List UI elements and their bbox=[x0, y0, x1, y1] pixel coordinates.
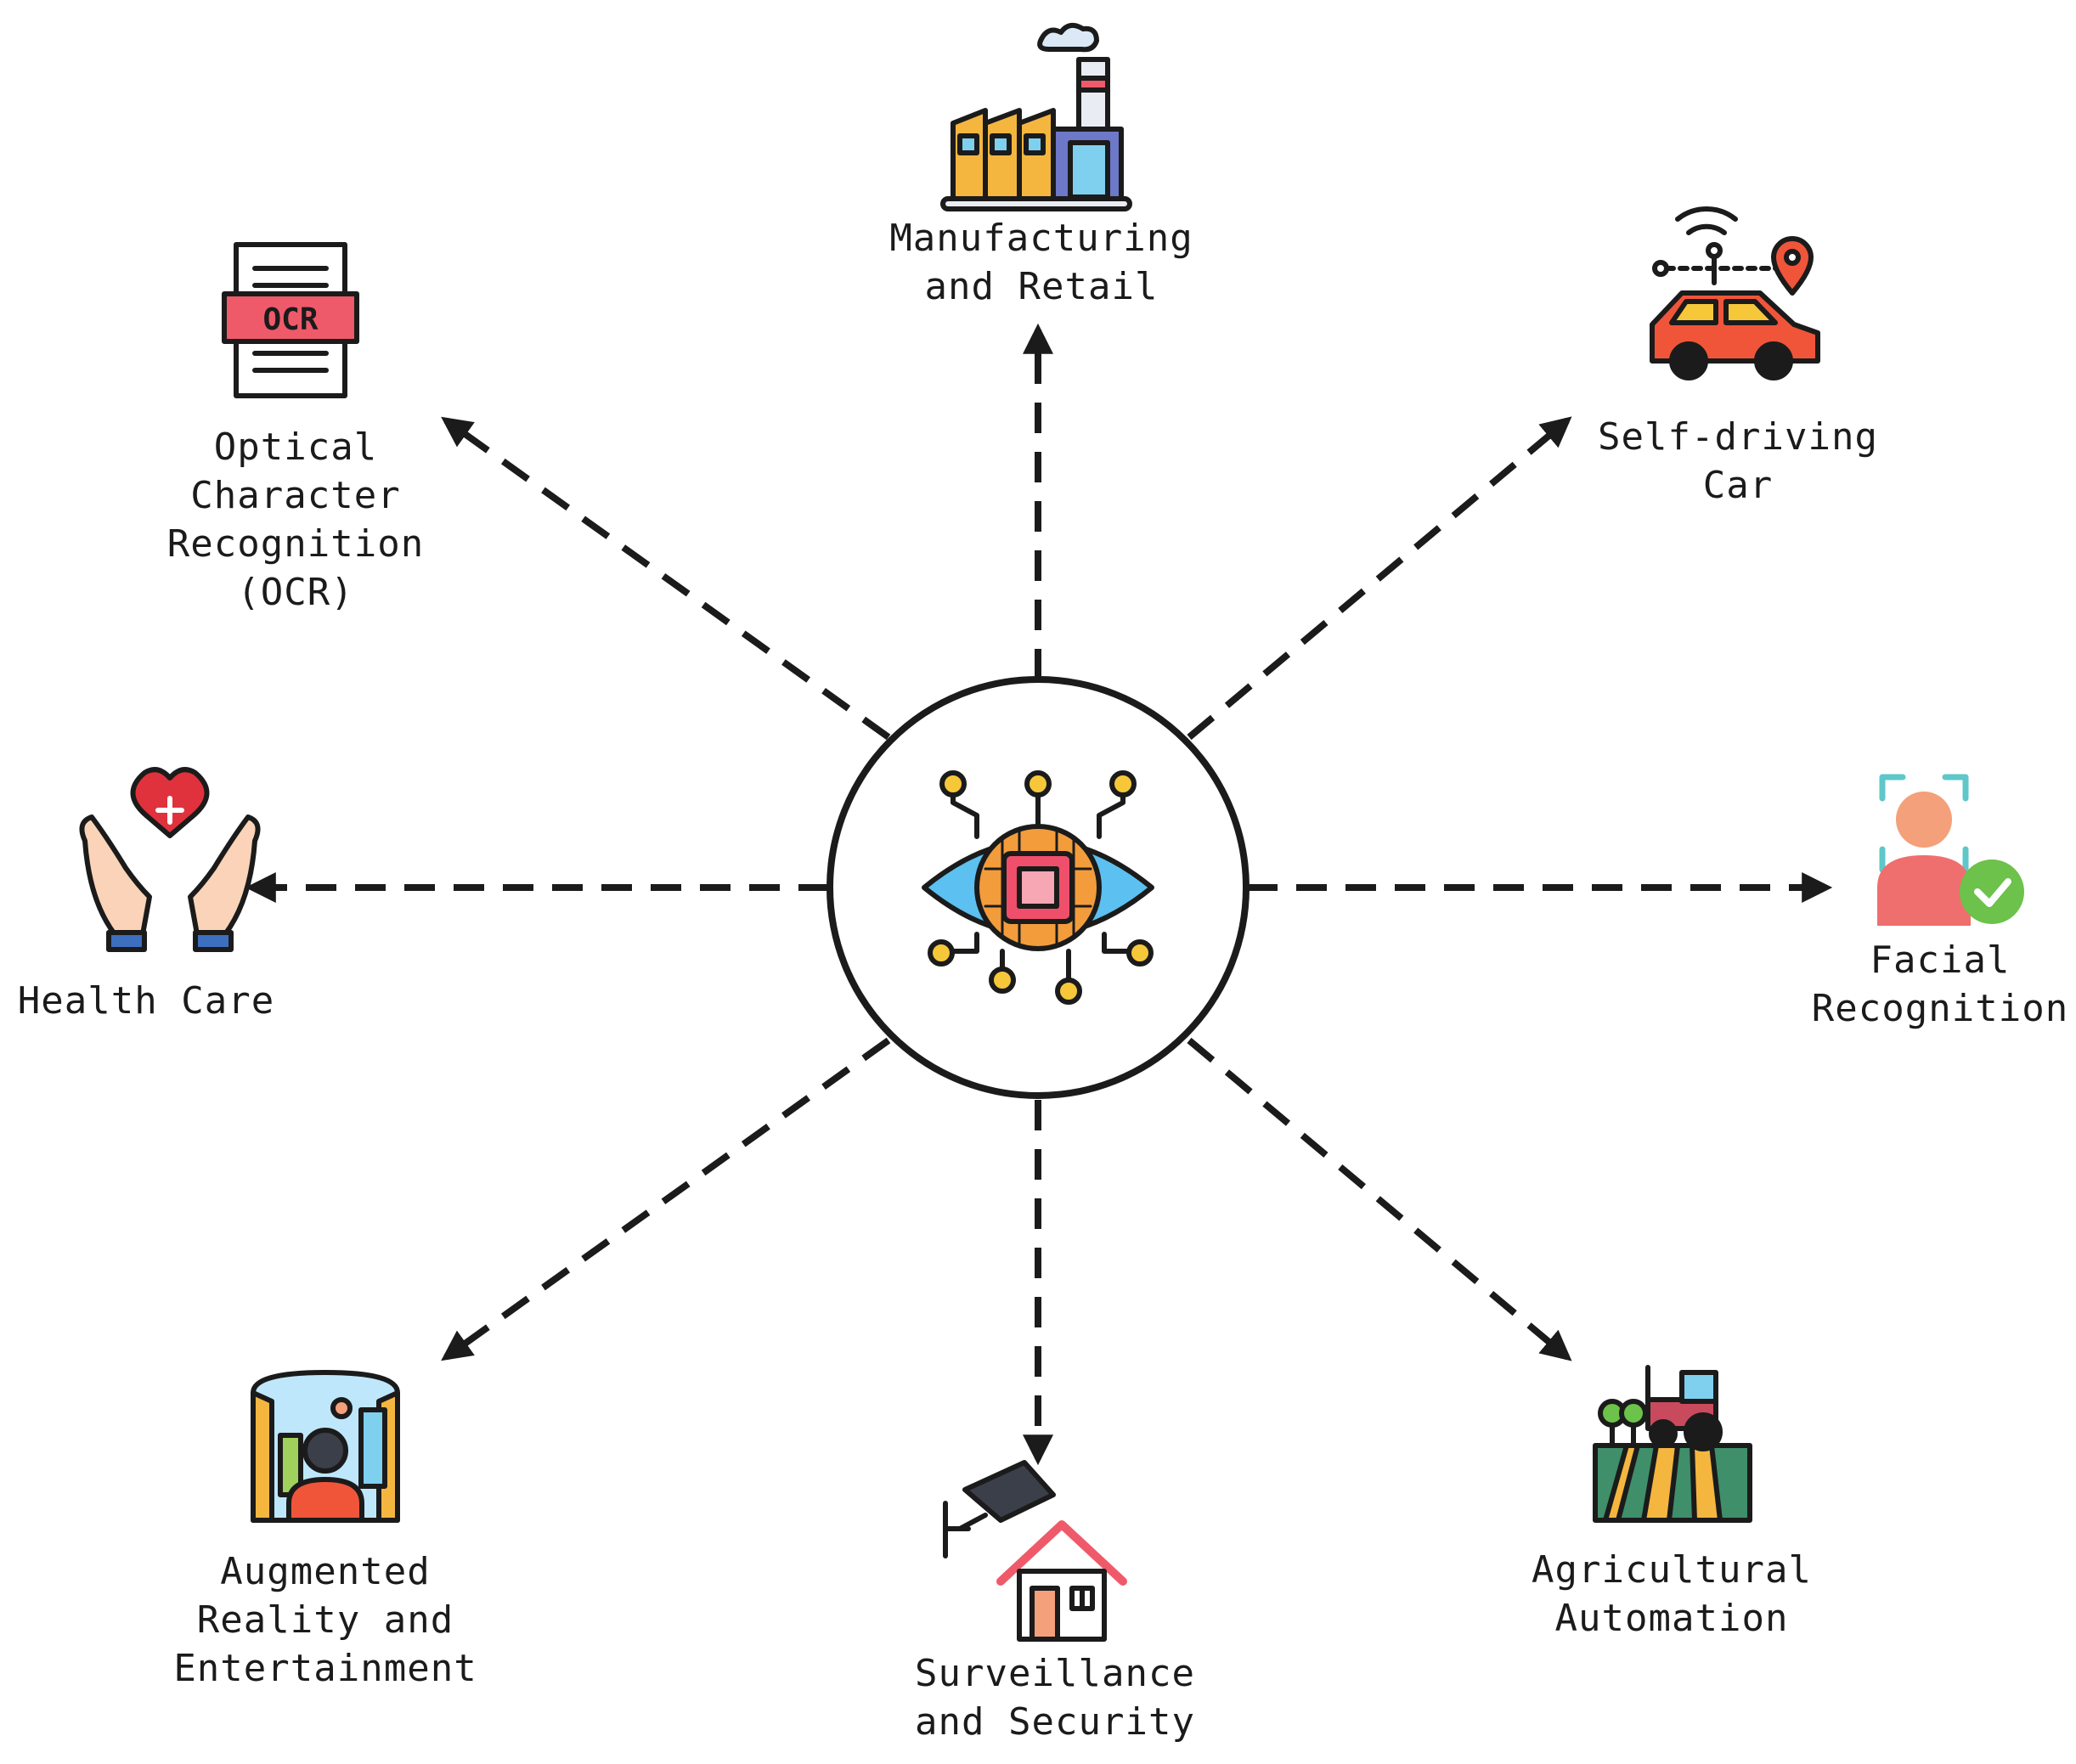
security-camera-house-icon bbox=[943, 1460, 1127, 1642]
arrow-to-augmented bbox=[441, 1037, 891, 1361]
hands-heart-icon bbox=[79, 767, 261, 952]
label-manufacturing: Manufacturing and Retail bbox=[889, 217, 1193, 308]
svg-text:OCR: OCR bbox=[262, 302, 318, 337]
ocr-document-icon: OCR bbox=[222, 242, 359, 398]
connected-car-icon bbox=[1650, 206, 1820, 380]
face-scan-check-icon bbox=[1877, 774, 2024, 926]
label-ocr: Optical Character Recognition (OCR) bbox=[166, 426, 425, 614]
arrow-to-agricultural bbox=[1187, 1037, 1572, 1361]
label-facial: Facial Recognition bbox=[1811, 938, 2069, 1030]
label-augmented: Augmented Reality and Entertainment bbox=[173, 1550, 477, 1690]
label-health: Health Care bbox=[17, 979, 275, 1023]
label-surveillance: Surveillance and Security bbox=[915, 1652, 1195, 1744]
computer-vision-eye-chip-icon bbox=[922, 770, 1154, 1005]
label-agricultural: Agricultural Automation bbox=[1532, 1548, 1812, 1640]
tractor-field-icon bbox=[1593, 1365, 1752, 1523]
label-self-driving: Self-driving Car bbox=[1598, 415, 1878, 507]
connectors bbox=[245, 323, 1833, 1466]
arrow-to-ocr bbox=[441, 416, 891, 741]
factory-icon bbox=[940, 22, 1132, 211]
arrow-to-self-driving bbox=[1187, 416, 1572, 741]
vr-panorama-person-icon bbox=[251, 1370, 400, 1523]
central-hub bbox=[826, 676, 1250, 1099]
